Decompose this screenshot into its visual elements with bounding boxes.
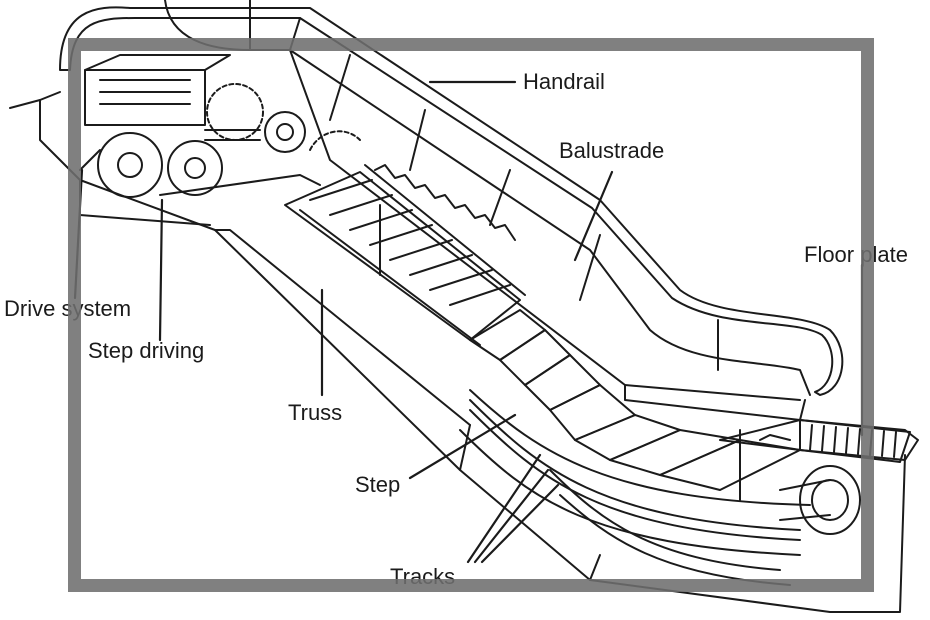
leader-tracks-1 <box>466 453 542 564</box>
leader-step-driving <box>158 198 164 342</box>
label-drive-system: Drive system <box>4 296 132 321</box>
leader-tracks-3 <box>480 483 560 564</box>
inclined-steps <box>284 164 526 346</box>
leader-lines <box>73 80 864 564</box>
floor-plate <box>799 419 919 461</box>
leader-balustrade <box>573 170 614 262</box>
lower-steps <box>469 309 911 501</box>
label-tracks: Tracks <box>390 564 456 589</box>
label-step: Step <box>355 472 401 497</box>
label-truss: Truss <box>288 400 343 425</box>
drive-machinery <box>79 54 361 198</box>
label-step-driving: Step driving <box>88 338 205 363</box>
label-handrail: Handrail <box>523 69 605 94</box>
leader-tracks-2 <box>473 468 550 564</box>
leader-step <box>408 413 517 480</box>
balustrade-panel <box>289 17 806 421</box>
lower-return-wheel <box>779 465 861 535</box>
label-balustrade: Balustrade <box>559 138 665 163</box>
tracks-lines <box>459 389 811 586</box>
handrail-shape <box>59 0 844 396</box>
leader-drive-system <box>73 168 84 300</box>
label-floor-plate: Floor plate <box>804 242 908 267</box>
